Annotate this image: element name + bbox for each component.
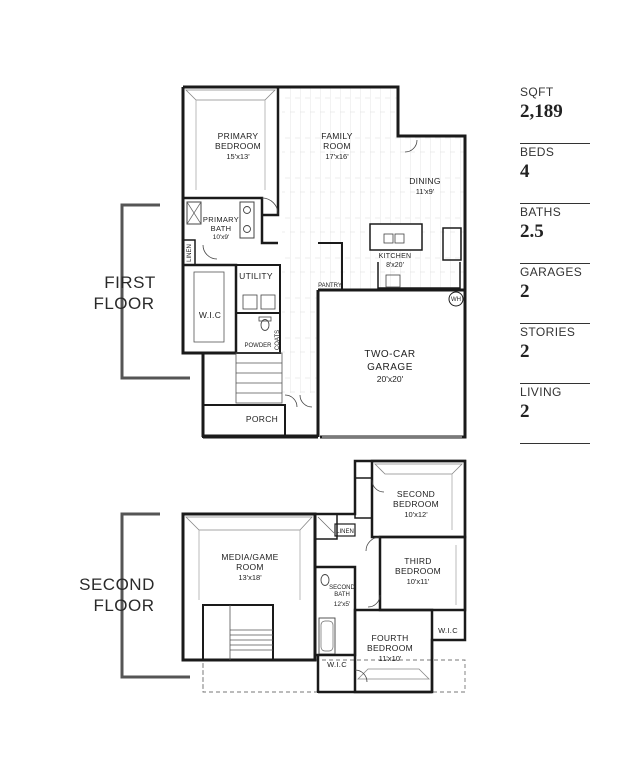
pantry: PANTRY bbox=[318, 242, 343, 290]
fourth-bedroom-wic: W.I.C bbox=[317, 654, 356, 693]
second-bedroom-name2: BEDROOM bbox=[393, 499, 439, 509]
stat-value: 2 bbox=[520, 401, 530, 422]
media-room-dim: 13'x18' bbox=[238, 573, 262, 582]
second-bath-name1: SECOND bbox=[329, 585, 355, 591]
primary-bath-name1: PRIMARY bbox=[203, 215, 239, 224]
kitchen-name: KITCHEN bbox=[379, 253, 412, 260]
powder-label: POWDER bbox=[245, 343, 273, 349]
first-floor-label-line2: FLOOR bbox=[93, 294, 154, 313]
garage-name2: GARAGE bbox=[367, 362, 413, 373]
second-bedroom-dim: 10'x12' bbox=[404, 510, 428, 519]
stat-value: 2 bbox=[520, 281, 530, 302]
coats-label: COATS bbox=[275, 330, 281, 350]
stat-label: LIVING bbox=[520, 385, 562, 399]
home-stats-panel: SQFT 2,189 BEDS 4 BATHS 2.5 GARAGES 2 ST… bbox=[520, 84, 590, 444]
porch-label: PORCH bbox=[246, 414, 278, 424]
primary-bedroom-dim: 15'x13' bbox=[226, 152, 250, 161]
third-bedroom-name2: BEDROOM bbox=[395, 566, 441, 576]
pantry-label: PANTRY bbox=[318, 283, 342, 289]
second-bath-name2: BATH bbox=[334, 592, 350, 598]
porch bbox=[202, 404, 286, 438]
second-floor-doors bbox=[354, 479, 385, 683]
stat-sqft: SQFT 2,189 bbox=[520, 84, 590, 144]
stat-label: SQFT bbox=[520, 85, 554, 99]
media-room-name2: ROOM bbox=[236, 562, 264, 572]
family-room-dim: 17'x16' bbox=[325, 152, 349, 161]
fourth-bedroom-name1: FOURTH bbox=[371, 633, 408, 643]
dining-name: DINING bbox=[409, 176, 441, 186]
stat-living: LIVING 2 bbox=[520, 384, 590, 444]
family-room-name1: FAMILY bbox=[321, 131, 352, 141]
primary-bath-dim: 10'x9' bbox=[213, 234, 230, 241]
fourth-bedroom-name2: BEDROOM bbox=[367, 643, 413, 653]
stat-label: BEDS bbox=[520, 145, 555, 159]
first-floor-doors bbox=[202, 139, 418, 408]
utility-label: UTILITY bbox=[239, 271, 273, 281]
first-floor-stairs bbox=[235, 352, 283, 404]
water-heater-label: WH bbox=[451, 297, 461, 303]
water-heater: WH bbox=[448, 291, 464, 307]
primary-wic: W.I.C bbox=[183, 263, 238, 353]
stat-garages: GARAGES 2 bbox=[520, 264, 590, 324]
first-floor-bracket bbox=[120, 203, 190, 380]
stat-stories: STORIES 2 bbox=[520, 324, 590, 384]
linen-label: LINEN bbox=[187, 244, 193, 262]
stat-value: 4 bbox=[520, 161, 530, 182]
kitchen-dim: 8'x20' bbox=[386, 262, 404, 269]
stat-label: STORIES bbox=[520, 325, 576, 339]
wic-label: W.I.C bbox=[199, 310, 221, 320]
stat-value: 2.5 bbox=[520, 221, 544, 242]
utility-room: UTILITY bbox=[235, 264, 281, 314]
garage-name1: TWO-CAR bbox=[364, 349, 415, 360]
second-floor-plan: SECOND FLOOR MEDIA/GAME ROOM 13'x18' bbox=[79, 459, 467, 694]
third-bedroom: THIRD BEDROOM 10'x11' bbox=[378, 535, 467, 612]
primary-bath: PRIMARY BATH 10'x9' bbox=[183, 196, 278, 245]
primary-bath-name2: BATH bbox=[211, 224, 232, 233]
primary-bedroom: PRIMARY BEDROOM 15'x13' bbox=[183, 85, 280, 217]
kitchen: KITCHEN 8'x20' bbox=[369, 223, 462, 289]
fourth-bedroom-dim: 11'x10' bbox=[379, 654, 402, 663]
second-bath-dim: 12'x5' bbox=[334, 601, 351, 608]
wood-floor-hall bbox=[282, 243, 318, 393]
linen-closet: LINEN bbox=[182, 239, 196, 266]
stat-baths: BATHS 2.5 bbox=[520, 204, 590, 264]
stat-value: 2 bbox=[520, 341, 530, 362]
second-floor-stairs bbox=[202, 604, 274, 661]
stat-label: BATHS bbox=[520, 205, 562, 219]
second-floor-label-line2: FLOOR bbox=[93, 596, 154, 615]
third-bedroom-name1: THIRD bbox=[404, 556, 431, 566]
first-floor-label-line1: FIRST bbox=[104, 273, 156, 292]
third-bedroom-wic: W.I.C bbox=[431, 609, 466, 641]
dining-dim: 11'x9' bbox=[416, 187, 435, 196]
third-bedroom-dim: 10'x11' bbox=[407, 577, 430, 586]
first-floor-plan: FIRST FLOOR PRIMARY BEDROOM 15'x1 bbox=[93, 85, 467, 439]
stat-beds: BEDS 4 bbox=[520, 144, 590, 204]
garage-dim: 20'x20' bbox=[377, 374, 404, 384]
hall-closet bbox=[354, 477, 373, 519]
fourth-bedroom: FOURTH BEDROOM 11'x10' bbox=[353, 608, 434, 694]
second-floor-label-line1: SECOND bbox=[79, 575, 155, 594]
wic-third-label: W.I.C bbox=[438, 626, 458, 635]
second-floor-linen: LINEN bbox=[314, 513, 356, 540]
primary-bedroom-name2: BEDROOM bbox=[215, 141, 261, 151]
powder-room: POWDER COATS bbox=[235, 312, 281, 354]
family-room-name2: ROOM bbox=[323, 141, 351, 151]
second-bedroom: SECOND BEDROOM 10'x12' bbox=[370, 459, 467, 539]
primary-bedroom-name1: PRIMARY bbox=[218, 131, 259, 141]
media-room-name1: MEDIA/GAME bbox=[221, 552, 278, 562]
second-linen-label: LINEN bbox=[336, 529, 354, 535]
second-bath: SECOND BATH 12'x5' bbox=[313, 565, 357, 657]
stat-label: GARAGES bbox=[520, 265, 583, 279]
stat-value: 2,189 bbox=[520, 101, 563, 122]
second-bedroom-name1: SECOND bbox=[397, 489, 435, 499]
second-floor-bracket bbox=[120, 512, 190, 679]
wic-fourth-label: W.I.C bbox=[327, 660, 347, 669]
